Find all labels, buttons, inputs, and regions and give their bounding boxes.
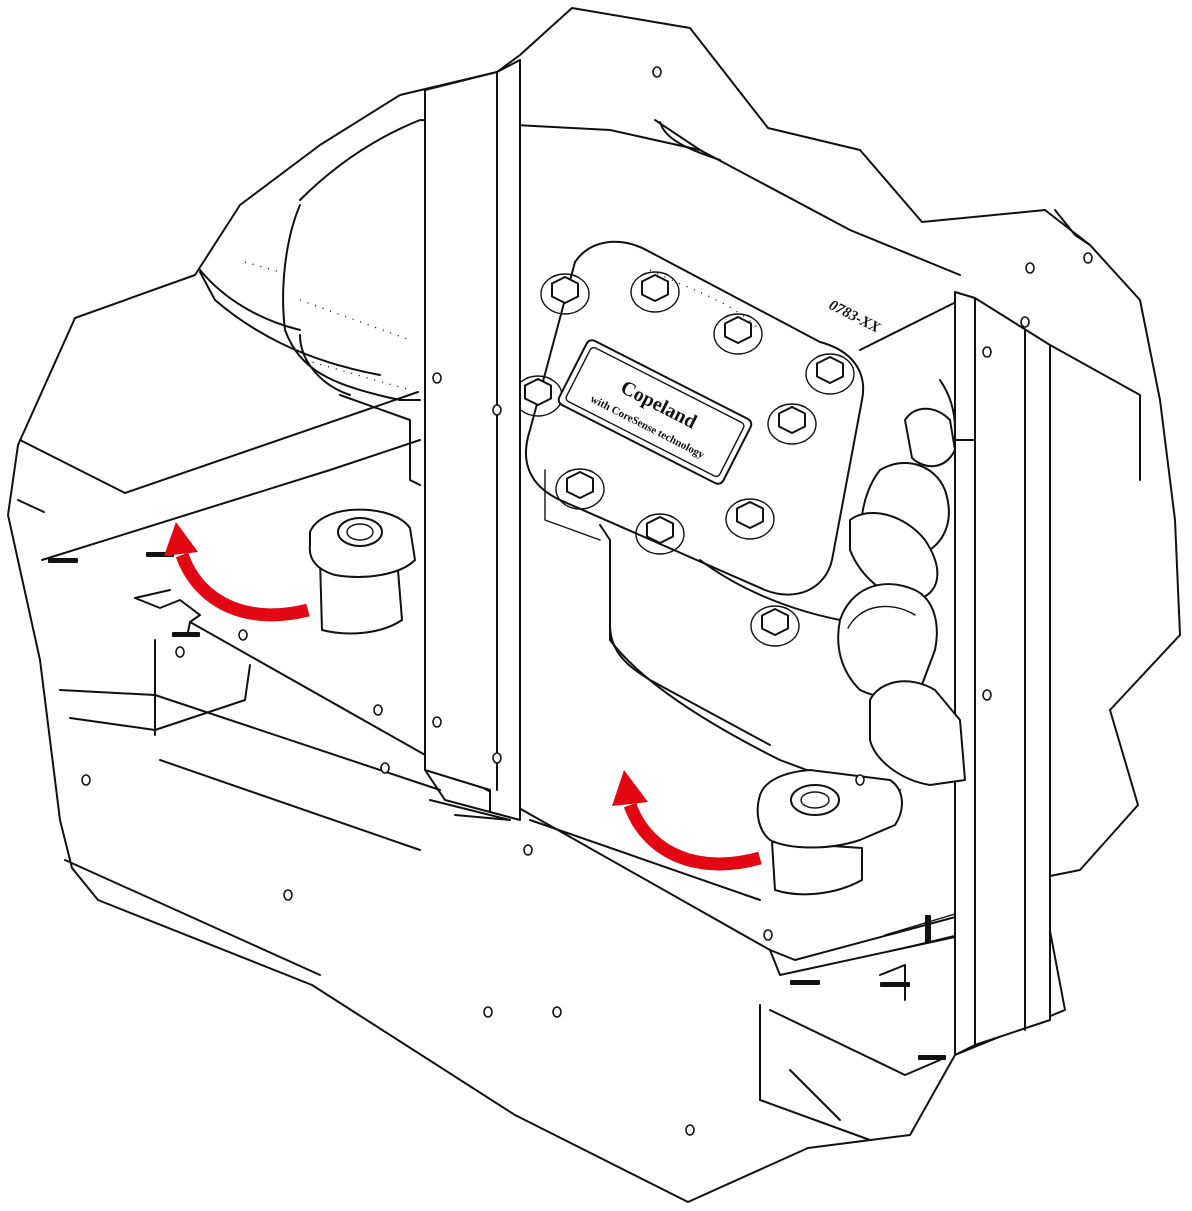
- frame-hole: [483, 1006, 493, 1018]
- base-slots: [48, 552, 946, 1060]
- hex-bolt: [725, 498, 775, 540]
- frame-hole: [552, 1006, 562, 1018]
- frame-hole: [1083, 252, 1093, 264]
- base-plates: [17, 391, 1041, 1141]
- hex-bolt: [767, 403, 817, 445]
- left-mounting-foot: [308, 508, 416, 635]
- frame-hole: [1020, 316, 1030, 328]
- frame-hole: [685, 1124, 695, 1136]
- hex-bolt: [555, 468, 605, 510]
- frame-hole: [652, 66, 662, 78]
- hex-bolt: [635, 513, 685, 555]
- base-slot: [880, 982, 910, 987]
- frame-hole: [283, 889, 293, 901]
- frame-hole: [763, 929, 773, 941]
- frame-hole: [492, 404, 502, 416]
- hex-bolt: [630, 271, 680, 313]
- frame-hole: [175, 646, 185, 658]
- frame-hole: [432, 716, 442, 728]
- left-bolt-hole: [337, 517, 383, 547]
- rotation-arrows: [164, 522, 762, 871]
- frame-hole: [1025, 262, 1035, 274]
- frame-hole: [238, 629, 248, 641]
- right-mounting-foot: [756, 769, 903, 896]
- left-rotation-arrow: [164, 522, 310, 622]
- base-slot: [918, 1055, 946, 1060]
- hex-bolt: [713, 313, 763, 355]
- frame-hole: [855, 774, 865, 786]
- hex-bolt: [540, 273, 590, 315]
- right-bolt-hole: [790, 784, 840, 816]
- nameplate-border: [565, 346, 745, 478]
- head-bolts: [513, 271, 855, 647]
- base-slot: [925, 915, 931, 943]
- base-slot: [172, 632, 200, 637]
- frame-hole: [380, 762, 390, 774]
- frame-hole: [982, 346, 992, 358]
- base-slot: [790, 980, 820, 985]
- nameplate-plate: [557, 339, 753, 485]
- mounting-holes: [81, 66, 1093, 1136]
- right-rotation-arrow: [612, 770, 762, 871]
- base-slot: [48, 558, 78, 563]
- cutaway-outline: [7, 7, 1181, 1203]
- frame-hole: [81, 774, 91, 786]
- pipe-fittings: [837, 379, 976, 786]
- right-support-rail: [954, 209, 1141, 1056]
- center-support-rail: [424, 59, 521, 821]
- compressor-body: [199, 119, 961, 486]
- frame-hole: [492, 752, 502, 764]
- frame-hole: [982, 689, 992, 701]
- frame-hole: [432, 372, 442, 384]
- frame-hole: [373, 704, 383, 716]
- hex-bolt: [750, 605, 800, 647]
- nameplate: Copeland with CoreSense technology: [557, 339, 753, 485]
- hex-bolt: [805, 353, 855, 395]
- frame-hole: [523, 844, 533, 856]
